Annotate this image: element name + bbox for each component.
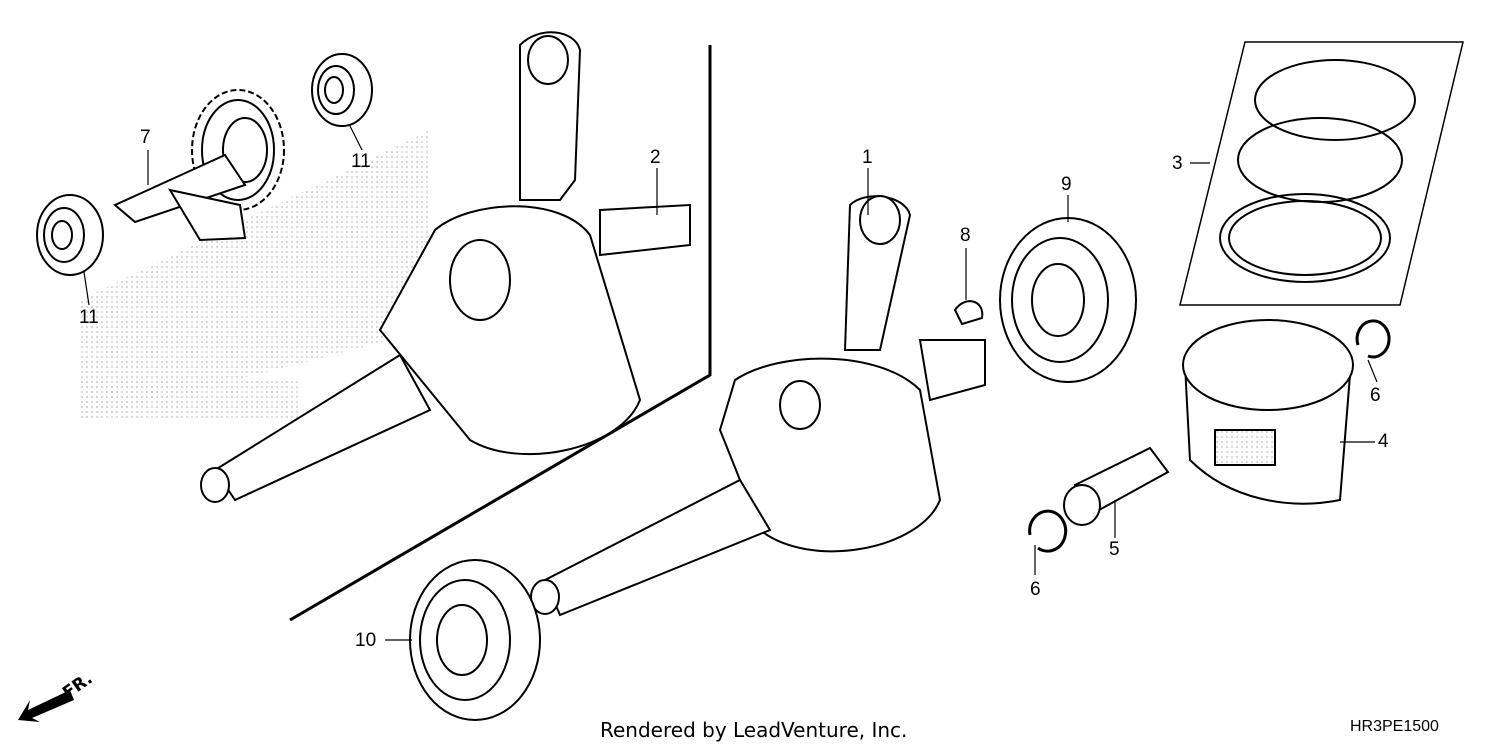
callout-1: 1: [862, 147, 873, 168]
piston-4: [1182, 319, 1354, 505]
callout-9: 9: [1061, 174, 1072, 195]
callout-4: 4: [1378, 431, 1389, 452]
bearing-9: [999, 217, 1137, 383]
piston-ring-set-frame: [1179, 41, 1464, 306]
callout-6-left: 6: [1030, 579, 1041, 600]
crankshaft-assembly-1: [530, 195, 986, 617]
callout-11-left: 11: [79, 307, 99, 328]
balancer-shaft-7: [113, 89, 285, 242]
bearing-11-top: [311, 53, 373, 127]
callout-8: 8: [960, 225, 971, 246]
dotted-logo-background: [80, 130, 430, 420]
bearing-10: [409, 559, 541, 721]
callout-11-top: 11: [351, 151, 371, 172]
diagram-code: HR3PE1500: [1350, 718, 1439, 735]
assembly-divider-line: [289, 45, 712, 622]
woodruff-key-8: [953, 300, 984, 326]
piston-pin-clip-6-left: [1028, 509, 1068, 553]
bearing-11-left: [36, 194, 104, 276]
callout-2: 2: [650, 147, 661, 168]
crankshaft-assembly-2: [200, 31, 691, 503]
callout-5: 5: [1109, 539, 1120, 560]
front-direction-arrow-icon: [18, 690, 74, 722]
callout-6-right: 6: [1370, 385, 1381, 406]
piston-pin-5: [1063, 446, 1170, 526]
render-credit-footer: Rendered by LeadVenture, Inc.: [600, 718, 908, 742]
piston-pin-clip-6-right: [1355, 319, 1391, 359]
leader-lines: [83, 125, 1378, 641]
piston-rings-3: [1219, 59, 1416, 283]
callout-3: 3: [1172, 153, 1183, 174]
callout-7: 7: [140, 127, 151, 148]
callout-10: 10: [355, 630, 377, 651]
